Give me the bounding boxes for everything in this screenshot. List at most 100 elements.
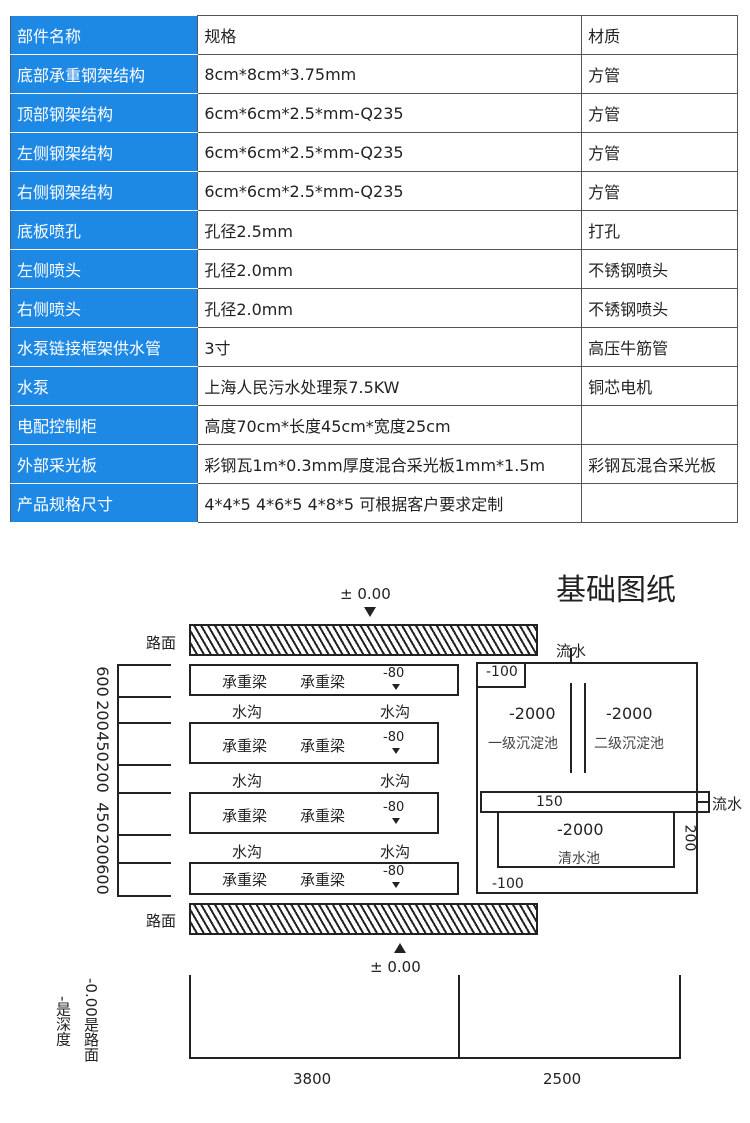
part-name-cell: 水泵链接框架供水管: [9, 327, 199, 367]
spec-cell: 孔径2.0mm: [197, 288, 583, 328]
spec-cell: 4*4*5 4*6*5 4*8*5 可根据客户要求定制: [197, 483, 583, 523]
depth-marker: [392, 818, 400, 824]
dim-tick: [117, 862, 171, 864]
dim-tick: [117, 696, 171, 698]
beam-label: 承重梁: [300, 737, 346, 755]
beam-label: 承重梁: [222, 737, 268, 755]
part-name-cell: 左侧钢架结构: [9, 132, 199, 172]
depth-80-label: -80: [383, 666, 405, 681]
tank3-name: 清水池: [558, 851, 600, 867]
ditch-label: 水沟: [232, 772, 263, 790]
material-cell: [581, 405, 738, 445]
dim-tick: [117, 764, 171, 766]
note-road: -0.00是路面: [82, 978, 100, 1062]
tank-outer-box: [476, 662, 698, 894]
note-depth: -是深度: [54, 996, 72, 1047]
part-name-cell: 底部承重钢架结构: [9, 54, 199, 94]
road-bottom-hatch: [189, 903, 538, 935]
level-bottom-marker: [394, 943, 406, 953]
dim-bottom-left-end: [189, 975, 191, 1059]
dim-bottom-right-end: [679, 975, 681, 1059]
spec-cell: 6cm*6cm*2.5*mm-Q235: [197, 132, 583, 172]
spec-cell: 3寸: [197, 327, 583, 367]
material-cell: 高压牛筋管: [581, 327, 738, 367]
depth-80-label: -80: [383, 864, 405, 879]
flow-pipe-top: [570, 648, 572, 662]
dim-150-label: 150: [536, 794, 563, 810]
ditch-label: 水沟: [380, 703, 411, 721]
flow-pipe-right: [698, 801, 710, 803]
dim-2500-label: 2500: [543, 1070, 582, 1088]
dim-450-a: 450: [92, 731, 112, 762]
tank1-name: 一级沉淀池: [488, 736, 558, 752]
dim-600-top: 600: [92, 666, 112, 697]
dim-3800-label: 3800: [293, 1070, 332, 1088]
beam-label: 承重梁: [222, 673, 268, 691]
spec-cell: 8cm*8cm*3.75mm: [197, 54, 583, 94]
material-cell: 方管: [581, 132, 738, 172]
material-cell: 不锈钢喷头: [581, 249, 738, 289]
level-top-marker: [364, 607, 376, 617]
minus100-top-label: -100: [486, 664, 518, 680]
material-cell: 不锈钢喷头: [581, 288, 738, 328]
dim-600-bottom: 600: [92, 864, 112, 895]
dim-bottom-middle: [458, 975, 460, 1059]
clear-water-tank-box: [497, 813, 675, 868]
channel-150-box: [480, 791, 710, 813]
flow-label-right: 流水: [712, 795, 743, 813]
dim-tick: [117, 834, 171, 836]
beam-label: 承重梁: [222, 871, 268, 889]
depth-80-label: -80: [383, 730, 405, 745]
beam-row-4: [189, 862, 459, 895]
tank2-name: 二级沉淀池: [594, 736, 664, 752]
tank-divider-right: [584, 683, 586, 773]
level-top-label: ± 0.00: [340, 585, 391, 603]
beam-label: 承重梁: [300, 673, 346, 691]
spec-cell: 孔径2.0mm: [197, 249, 583, 289]
spec-cell: 6cm*6cm*2.5*mm-Q235: [197, 171, 583, 211]
material-cell: 方管: [581, 54, 738, 94]
spec-cell: 孔径2.5mm: [197, 210, 583, 250]
depth-marker: [392, 748, 400, 754]
drawing-title: 基础图纸: [556, 573, 676, 608]
part-name-cell: 右侧喷头: [9, 288, 199, 328]
tank2-depth: -2000: [606, 704, 653, 723]
header-spec: 规格: [197, 15, 583, 55]
beam-row-2: [189, 722, 439, 764]
table-header-row: 部件名称 规格 材质: [9, 15, 738, 55]
road-label-bottom: 路面: [146, 912, 177, 930]
spec-cell: 上海人民污水处理泵7.5KW: [197, 366, 583, 406]
material-cell: [581, 483, 738, 523]
spec-cell: 高度70cm*长度45cm*宽度25cm: [197, 405, 583, 445]
dim-200-a: 200: [92, 700, 112, 731]
dim-bottom-line: [189, 1057, 681, 1059]
header-material: 材质: [581, 15, 738, 55]
part-name-cell: 水泵: [9, 366, 199, 406]
dim-450-b: 450: [92, 802, 112, 833]
part-name-cell: 顶部钢架结构: [9, 93, 199, 133]
dim-200-right: 200: [681, 824, 698, 852]
beam-label: 承重梁: [300, 871, 346, 889]
spec-cell: 彩钢瓦1m*0.3mm厚度混合采光板1mm*1.5m: [197, 444, 583, 484]
dim-200-c: 200: [92, 834, 112, 865]
dim-tick: [117, 722, 171, 724]
part-name-cell: 外部采光板: [9, 444, 199, 484]
beam-row-1: [189, 664, 459, 696]
inlet-box: [476, 662, 526, 688]
dim-tick: [117, 895, 171, 897]
level-bottom-label: ± 0.00: [370, 958, 421, 976]
part-name-cell: 右侧钢架结构: [9, 171, 199, 211]
ditch-label: 水沟: [232, 703, 263, 721]
tank1-depth: -2000: [509, 704, 556, 723]
dim-200-b: 200: [92, 762, 112, 793]
ditch-label: 水沟: [380, 843, 411, 861]
